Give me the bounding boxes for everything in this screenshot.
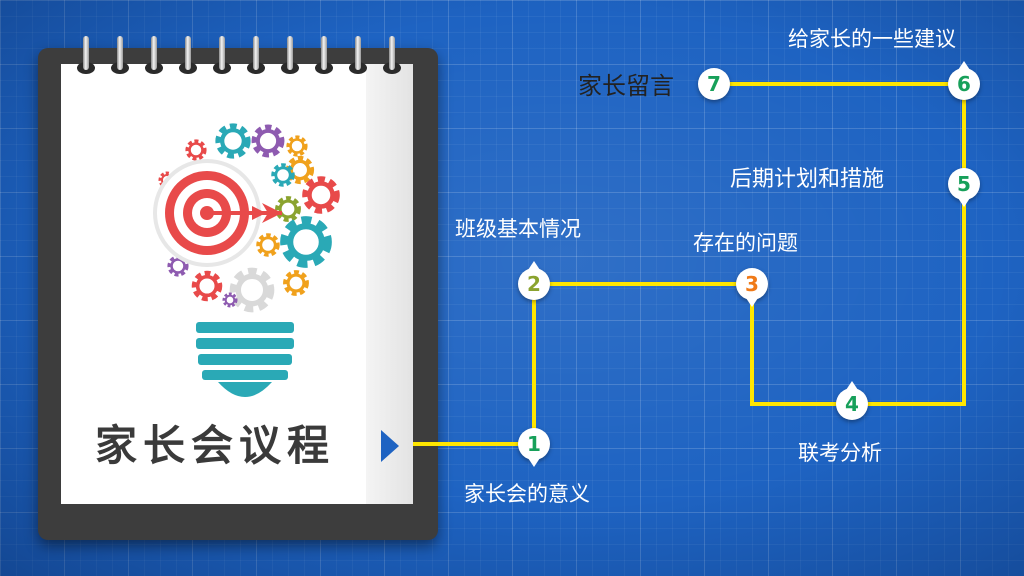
agenda-node-7[interactable]: 7	[698, 68, 730, 100]
gear-icon	[185, 139, 207, 161]
play-arrow-icon	[381, 430, 399, 462]
agenda-node-2[interactable]: 2	[518, 261, 550, 300]
gear-icon	[191, 270, 223, 302]
agenda-label-1[interactable]: 家长会的意义	[464, 482, 590, 506]
agenda-label-3[interactable]: 存在的问题	[693, 231, 798, 255]
gear-icon	[222, 292, 238, 308]
gear-icon	[271, 163, 295, 187]
gear-icon	[229, 267, 275, 313]
spiral-ring	[179, 36, 197, 76]
gear-icon	[280, 216, 332, 268]
gear-icon	[283, 270, 309, 296]
agenda-label-2[interactable]: 班级基本情况	[455, 217, 581, 241]
spiral-ring	[145, 36, 163, 76]
spiral-ring	[349, 36, 367, 76]
agenda-label-5[interactable]: 后期计划和措施	[730, 167, 885, 192]
gear-icon	[302, 176, 340, 214]
agenda-node-4[interactable]: 4	[836, 381, 868, 420]
spiral-ring	[213, 36, 231, 76]
gear-icon	[286, 135, 308, 157]
spiral-ring	[111, 36, 129, 76]
gear-icon	[275, 196, 301, 222]
gear-icon	[215, 123, 251, 159]
spiral-ring	[77, 36, 95, 76]
agenda-node-6[interactable]: 6	[948, 61, 980, 100]
gear-icon	[256, 233, 280, 257]
spiral-ring	[383, 36, 401, 76]
page-title: 家长会议程	[95, 421, 336, 470]
agenda-label-4[interactable]: 联考分析	[798, 441, 882, 465]
agenda-label-7[interactable]: 家长留言	[578, 72, 674, 100]
agenda-node-3[interactable]: 3	[736, 268, 768, 307]
spiral-ring	[281, 36, 299, 76]
agenda-node-5[interactable]: 5	[948, 168, 980, 207]
agenda-label-6[interactable]: 给家长的一些建议	[788, 27, 956, 51]
spiral-ring	[315, 36, 333, 76]
dart-arrow-icon	[207, 203, 282, 223]
agenda-path-line	[413, 82, 966, 446]
agenda-node-1[interactable]: 1	[518, 428, 550, 467]
bulb-base	[196, 322, 294, 397]
gear-icon	[251, 124, 285, 158]
spiral-ring	[247, 36, 265, 76]
